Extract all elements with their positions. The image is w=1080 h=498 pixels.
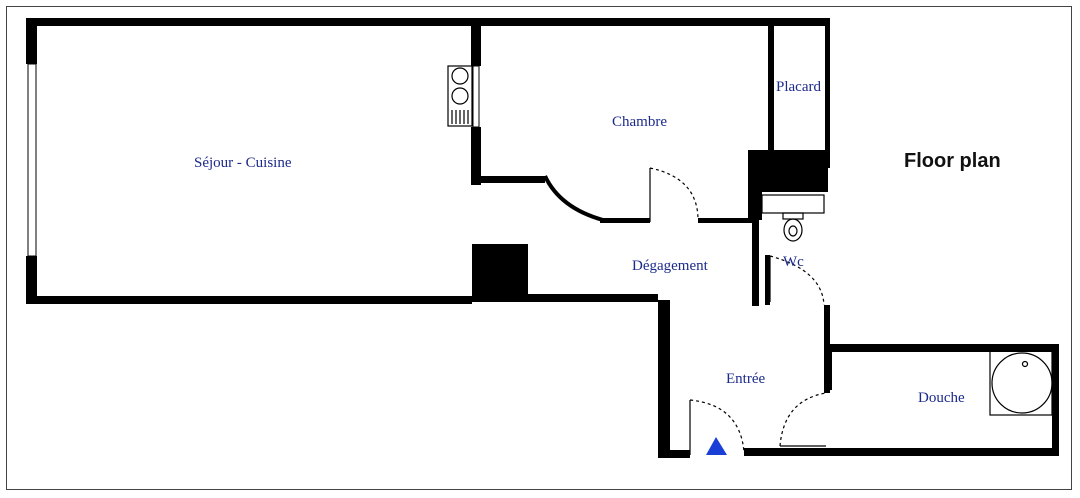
- wall-placard-right: [825, 18, 830, 168]
- wall-douche-left: [826, 344, 832, 390]
- room-label-wc: Wc: [783, 254, 804, 270]
- wall-degagement-bottom: [528, 294, 658, 302]
- walls: [26, 18, 1059, 458]
- doors: [543, 167, 827, 455]
- wall-top-sejour: [26, 18, 829, 26]
- wall-sejour-chambre-upper: [471, 18, 481, 66]
- shower-tray-icon: [989, 350, 1053, 416]
- wall-entree-bottom-left: [658, 450, 690, 458]
- pillar-block: [472, 244, 528, 302]
- wall-entree-bottom-right: [744, 448, 1059, 456]
- wall-entree-left: [658, 300, 670, 458]
- duct-block-side: [748, 150, 762, 220]
- sink-icon: [447, 65, 473, 127]
- wall-wc-left: [752, 220, 759, 306]
- door-douche-arc: [779, 392, 827, 447]
- room-label-placard: Placard: [776, 79, 821, 95]
- door-entree-arc: [689, 399, 745, 453]
- wall-bottom-sejour: [26, 296, 472, 304]
- room-label-douche: Douche: [918, 390, 965, 406]
- wall-left-sejour-lower: [26, 256, 37, 302]
- door-wc-arc: [769, 255, 825, 306]
- window-sejour-right: [472, 65, 480, 128]
- wall-left-sejour-upper: [26, 18, 37, 64]
- image-border: [6, 6, 1072, 490]
- wall-chambre-bottom-left: [472, 176, 545, 183]
- door-degagement-arc: [649, 167, 699, 221]
- wall-chambre-bottom-right: [698, 218, 756, 223]
- wall-sejour-chambre-lower: [471, 127, 481, 185]
- room-label-chambre: Chambre: [612, 114, 667, 130]
- door-chambre-arc: [543, 175, 604, 222]
- room-label-degagement: Dégagement: [632, 258, 708, 274]
- window-openings: [27, 63, 480, 257]
- wall-douche-top: [826, 344, 1059, 352]
- wall-wc-inner: [765, 255, 770, 305]
- wall-douche-right: [1052, 344, 1059, 456]
- room-label-entree: Entrée: [726, 371, 766, 387]
- window-sejour: [27, 63, 37, 257]
- wall-placard-left: [768, 24, 774, 154]
- page-title: Floor plan: [904, 150, 1001, 172]
- room-label-sejour: Séjour - Cuisine: [194, 155, 292, 171]
- toilet-icon: [761, 194, 825, 242]
- blue-triangle-entry-icon: [706, 437, 727, 455]
- wall-chambre-bottom-mid: [600, 218, 650, 223]
